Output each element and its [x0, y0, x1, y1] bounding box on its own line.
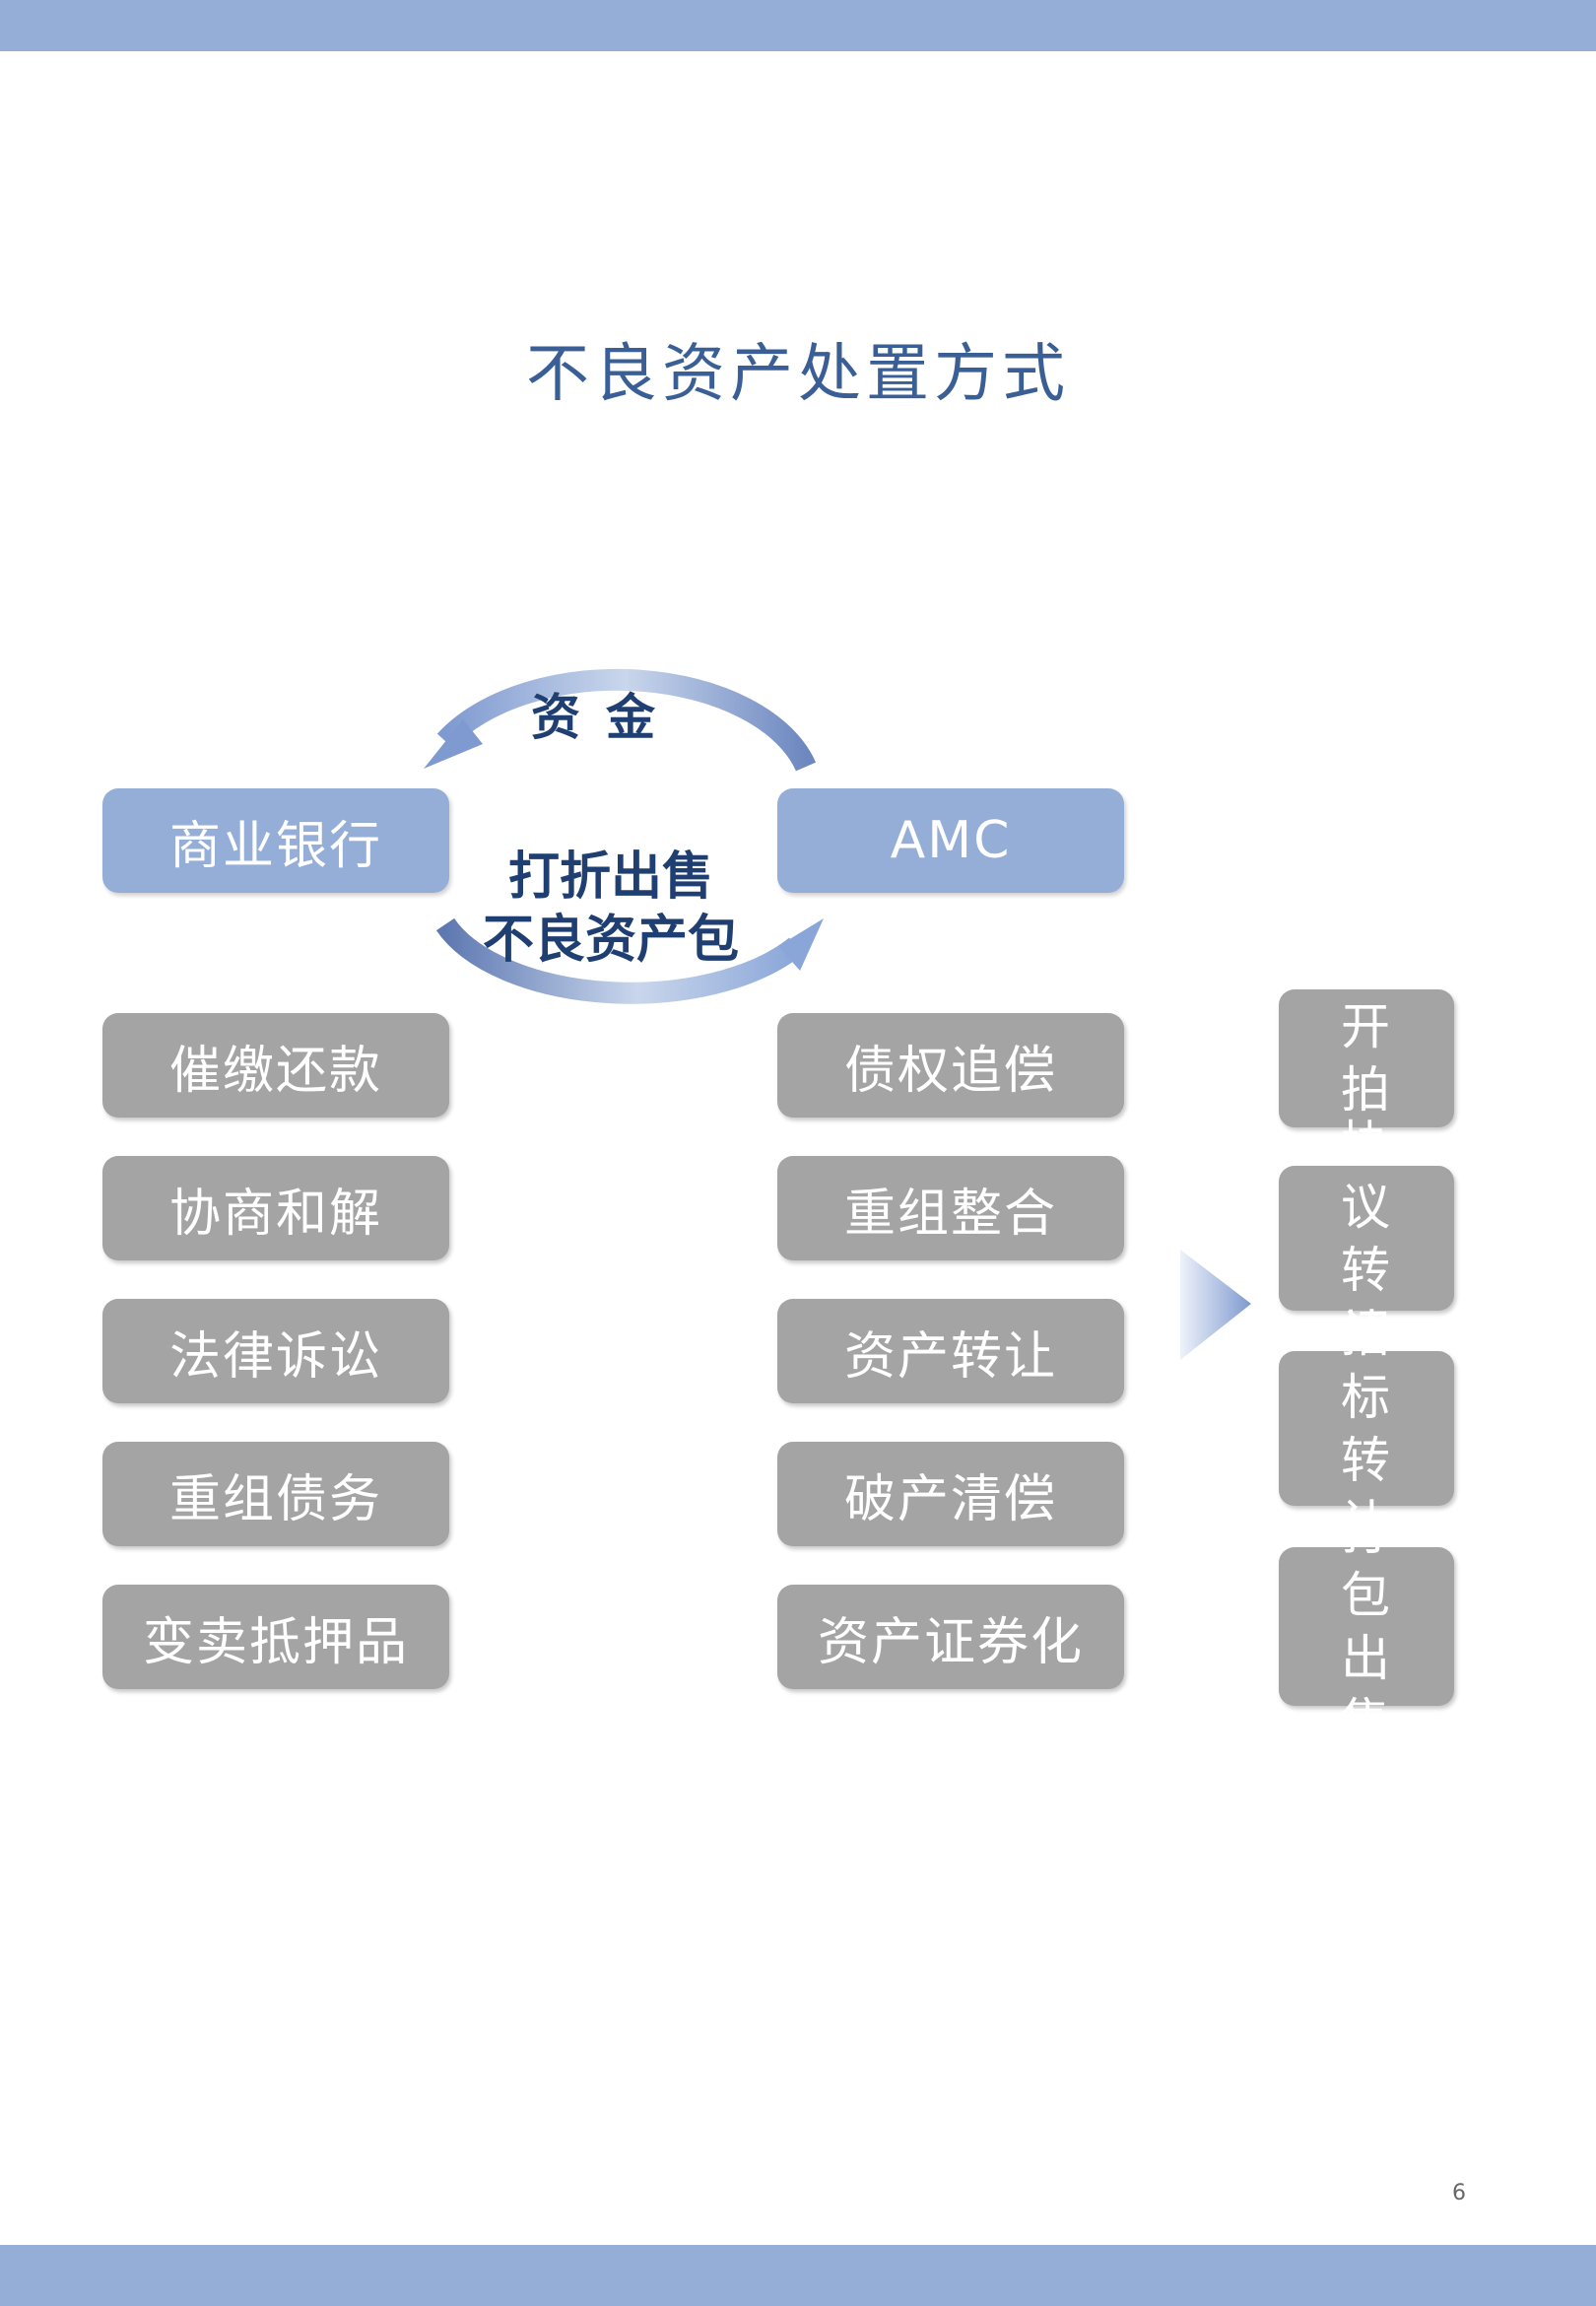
transfer-method-item: 公开拍卖 [1279, 935, 1454, 1182]
fund-label: 资金 [531, 689, 681, 746]
chevron-right-icon [1180, 1250, 1251, 1360]
bank-method-item: 协商和解 [102, 1156, 449, 1260]
transfer-method-line: 打包 [1341, 1503, 1392, 1624]
page-title: 不良资产处置方式 [526, 338, 1070, 411]
sale-label-line2: 不良资产包 [482, 911, 739, 970]
transfer-method-item: 打包出售 [1279, 1504, 1454, 1750]
transfer-method-line: 招标 [1341, 1305, 1392, 1426]
transfer-method-line: 协议 [1341, 1115, 1392, 1236]
bank-method-item: 变卖抵押品 [102, 1585, 449, 1689]
amc-method-label: 重组整合 [843, 1184, 1057, 1244]
amc-method-item: 破产清偿 [777, 1442, 1124, 1546]
amc-label: AMC [890, 811, 1012, 870]
bank-method-label: 重组债务 [168, 1469, 382, 1529]
transfer-method-item: 协议转让 [1279, 1116, 1454, 1362]
amc-method-label: 破产清偿 [843, 1469, 1057, 1529]
bank-method-label: 法律诉讼 [168, 1326, 382, 1387]
bank-method-label: 变卖抵押品 [142, 1612, 409, 1672]
fund-arrow [436, 668, 817, 772]
amc-method-item: 资产证券化 [777, 1585, 1124, 1689]
fund-arrowhead [424, 719, 483, 769]
sale-label-line1: 打折出售 [507, 848, 713, 907]
sale-label: 打折出售 不良资产包 [468, 846, 754, 972]
transfer-method-line: 出售 [1341, 1629, 1392, 1750]
amc-method-label: 资产转让 [843, 1326, 1057, 1387]
amc-method-item: 债权追偿 [777, 1013, 1124, 1118]
amc-method-label: 债权追偿 [843, 1041, 1057, 1101]
sale-arrowhead [778, 918, 824, 971]
amc-method-item: 重组整合 [777, 1156, 1124, 1260]
bank-box: 商业银行 [102, 788, 449, 893]
top-band [0, 0, 1596, 51]
bank-label: 商业银行 [168, 816, 382, 876]
bank-method-label: 催缴还款 [168, 1041, 382, 1101]
transfer-method-line: 公开 [1341, 935, 1392, 1055]
transfer-method-item: 招标转让 [1279, 1306, 1454, 1552]
transfer-method-line: 转让 [1341, 1431, 1392, 1552]
amc-method-label: 资产证券化 [817, 1612, 1084, 1672]
bank-method-item: 重组债务 [102, 1442, 449, 1546]
page-number: 6 [1452, 2181, 1466, 2205]
bank-method-item: 催缴还款 [102, 1013, 449, 1118]
bottom-band [0, 2245, 1596, 2306]
amc-box: AMC [777, 788, 1124, 893]
bank-method-label: 协商和解 [168, 1184, 382, 1244]
bank-method-item: 法律诉讼 [102, 1299, 449, 1403]
sale-arrow [435, 917, 803, 1004]
amc-method-item: 资产转让 [777, 1299, 1124, 1403]
